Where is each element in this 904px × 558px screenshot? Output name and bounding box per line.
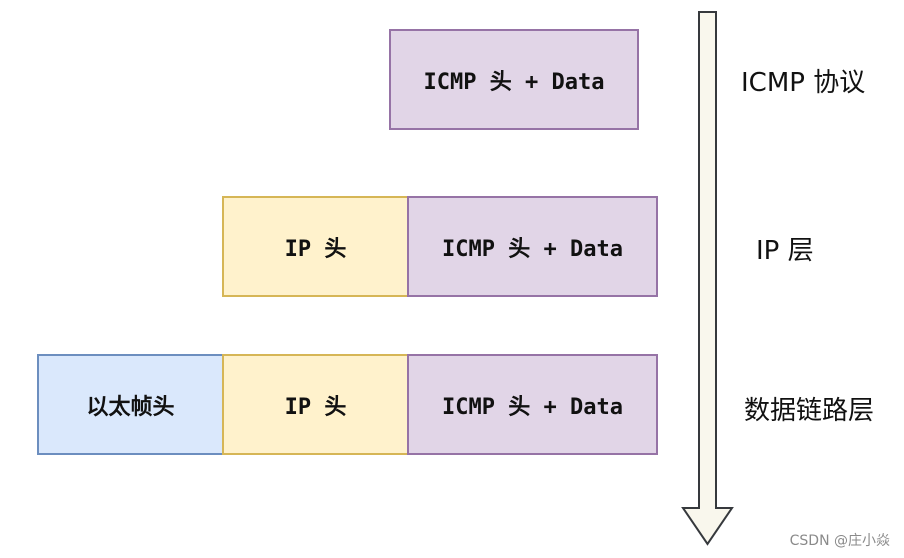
arrow-shape: [681, 11, 734, 546]
encapsulation-down-arrow: [681, 11, 734, 546]
layer-label-ip: IP 层: [756, 236, 814, 266]
layer-label-icmp: ICMP 协议: [741, 68, 866, 98]
icmp-header-data-block-row1: ICMP 头 + Data: [389, 29, 639, 130]
ip-header-block-row2: IP 头: [222, 196, 409, 297]
csdn-watermark: CSDN @庄小焱: [789, 533, 890, 549]
icmp-header-data-block-row2: ICMP 头 + Data: [407, 196, 658, 297]
ip-header-block-row3: IP 头: [222, 354, 409, 455]
layer-label-data-link: 数据链路层: [744, 396, 875, 426]
ethernet-frame-header-block: 以太帧头: [37, 354, 224, 455]
icmp-header-data-block-row3: ICMP 头 + Data: [407, 354, 658, 455]
